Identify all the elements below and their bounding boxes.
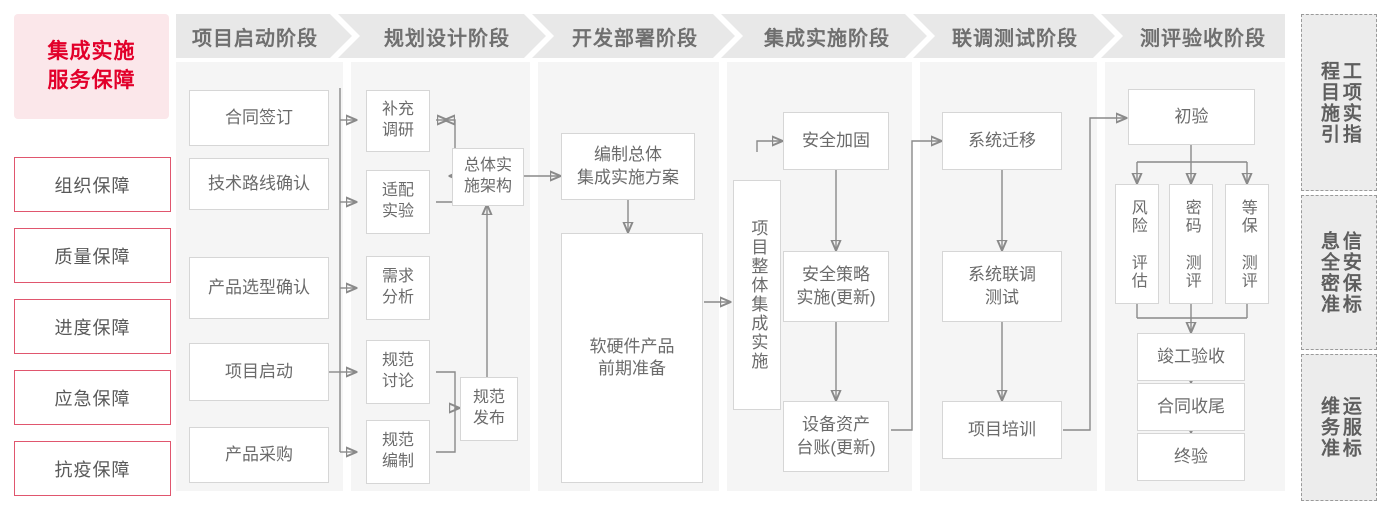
node-project-training[interactable]: 项目培训 xyxy=(942,401,1062,459)
standard-card-label-2: 运服标 xyxy=(1339,396,1361,459)
guarantee-item-label: 应急保障 xyxy=(54,388,131,409)
node-label: 规范 讨论 xyxy=(381,352,414,390)
node-label: 风险 评估 xyxy=(1128,198,1146,290)
node-system-migration[interactable]: 系统迁移 xyxy=(942,112,1062,170)
node-security-policy-implementation[interactable]: 安全策略 实施(更新) xyxy=(783,251,889,322)
node-standard-release[interactable]: 规范 发布 xyxy=(460,377,518,441)
node-label: 补充 调研 xyxy=(381,101,414,139)
standard-card-engineering-guideline[interactable]: 程目施引 工项实指 xyxy=(1301,14,1377,191)
node-label: 适配 实验 xyxy=(381,182,414,220)
phase-header-planning[interactable]: 规划设计阶段 xyxy=(384,27,510,50)
node-label: 等保 测评 xyxy=(1238,198,1256,290)
node-completion-acceptance[interactable]: 竣工验收 xyxy=(1137,333,1245,381)
node-label: 规范 发布 xyxy=(472,389,505,427)
diagram-title: 集成实施 服务保障 xyxy=(14,14,169,119)
node-requirement-analysis[interactable]: 需求 分析 xyxy=(366,256,430,320)
node-product-selection-confirm[interactable]: 产品选型确认 xyxy=(189,257,329,319)
node-label: 编制总体 集成实施方案 xyxy=(577,145,679,187)
node-product-procurement[interactable]: 产品采购 xyxy=(189,427,329,483)
guarantee-item-label: 抗疫保障 xyxy=(54,459,131,480)
standard-card-label-2: 信安保标 xyxy=(1339,230,1361,315)
node-label: 软硬件产品 前期准备 xyxy=(589,336,675,378)
node-label: 总体实 施架构 xyxy=(463,157,512,195)
guarantee-item-emergency[interactable]: 应急保障 xyxy=(14,370,171,425)
phase-header-band xyxy=(176,14,1285,58)
node-overall-project-integration[interactable]: 项目整体集成实施 xyxy=(733,180,781,410)
node-label: 需求 分析 xyxy=(381,268,414,306)
standard-card-label: 维务准 xyxy=(1318,396,1339,459)
node-label: 设备资产 台账(更新) xyxy=(796,415,876,457)
node-adaptation-experiment[interactable]: 适配 实验 xyxy=(366,170,430,234)
node-standard-drafting[interactable]: 规范 编制 xyxy=(366,420,430,484)
guarantee-item-label: 进度保障 xyxy=(54,317,131,338)
guarantee-item-label: 质量保障 xyxy=(54,246,131,267)
node-project-kickoff[interactable]: 项目启动 xyxy=(189,343,329,401)
node-compile-overall-integration-plan[interactable]: 编制总体 集成实施方案 xyxy=(561,133,695,200)
node-contract-signing[interactable]: 合同签订 xyxy=(189,90,329,146)
node-overall-implementation-architecture[interactable]: 总体实 施架构 xyxy=(452,148,524,206)
node-label: 规范 编制 xyxy=(381,432,414,470)
standard-card-label-2: 工项实指 xyxy=(1339,60,1361,145)
node-label: 系统迁移 xyxy=(968,130,1036,150)
node-cryptography-evaluation[interactable]: 密码 测评 xyxy=(1169,184,1213,304)
node-hardware-software-preparation[interactable]: 软硬件产品 前期准备 xyxy=(561,233,703,483)
node-label: 终验 xyxy=(1174,446,1208,466)
node-tech-route-confirm[interactable]: 技术路线确认 xyxy=(189,158,329,210)
phase-header-integration[interactable]: 集成实施阶段 xyxy=(764,27,890,50)
standard-card-label: 息全密准 xyxy=(1318,230,1339,315)
phase-header-joint-test[interactable]: 联调测试阶段 xyxy=(952,27,1078,50)
standard-card-label: 程目施引 xyxy=(1318,60,1339,145)
node-label: 技术路线确认 xyxy=(208,173,310,193)
node-asset-ledger-update[interactable]: 设备资产 台账(更新) xyxy=(783,401,889,472)
node-classified-protection-evaluation[interactable]: 等保 测评 xyxy=(1225,184,1269,304)
node-preliminary-acceptance[interactable]: 初验 xyxy=(1128,89,1255,145)
guarantee-item-organization[interactable]: 组织保障 xyxy=(14,157,171,212)
standard-card-infosec-standard[interactable]: 息全密准 信安保标 xyxy=(1301,195,1377,350)
node-contract-closure[interactable]: 合同收尾 xyxy=(1137,383,1245,431)
node-label: 产品选型确认 xyxy=(208,277,310,297)
guarantee-item-label: 组织保障 xyxy=(54,175,131,196)
guarantee-item-schedule[interactable]: 进度保障 xyxy=(14,299,171,354)
node-standard-discussion[interactable]: 规范 讨论 xyxy=(366,340,430,404)
node-label: 安全策略 实施(更新) xyxy=(796,265,876,307)
phase-header-acceptance[interactable]: 测评验收阶段 xyxy=(1140,27,1266,50)
node-label: 项目整体集成实施 xyxy=(748,219,768,371)
node-label: 初验 xyxy=(1174,106,1209,126)
node-label: 密码 测评 xyxy=(1182,198,1200,290)
node-supplementary-research[interactable]: 补充 调研 xyxy=(366,90,430,152)
node-label: 项目启动 xyxy=(225,361,293,381)
node-system-joint-testing[interactable]: 系统联调 测试 xyxy=(942,251,1062,322)
node-label: 合同签订 xyxy=(225,107,293,127)
node-label: 项目培训 xyxy=(968,419,1036,439)
node-label: 合同收尾 xyxy=(1157,396,1225,416)
node-security-hardening[interactable]: 安全加固 xyxy=(783,112,889,170)
phase-header-project-start[interactable]: 项目启动阶段 xyxy=(192,27,318,50)
node-label: 产品采购 xyxy=(225,444,293,464)
standard-card-ops-service-standard[interactable]: 维务准 运服标 xyxy=(1301,354,1377,501)
node-final-acceptance[interactable]: 终验 xyxy=(1137,433,1245,481)
node-risk-assessment[interactable]: 风险 评估 xyxy=(1115,184,1159,304)
guarantee-item-quality[interactable]: 质量保障 xyxy=(14,228,171,283)
node-label: 竣工验收 xyxy=(1157,346,1225,366)
node-label: 安全加固 xyxy=(802,130,870,150)
phase-header-development[interactable]: 开发部署阶段 xyxy=(572,27,698,50)
guarantee-item-epidemic[interactable]: 抗疫保障 xyxy=(14,441,171,496)
node-label: 系统联调 测试 xyxy=(968,265,1036,307)
